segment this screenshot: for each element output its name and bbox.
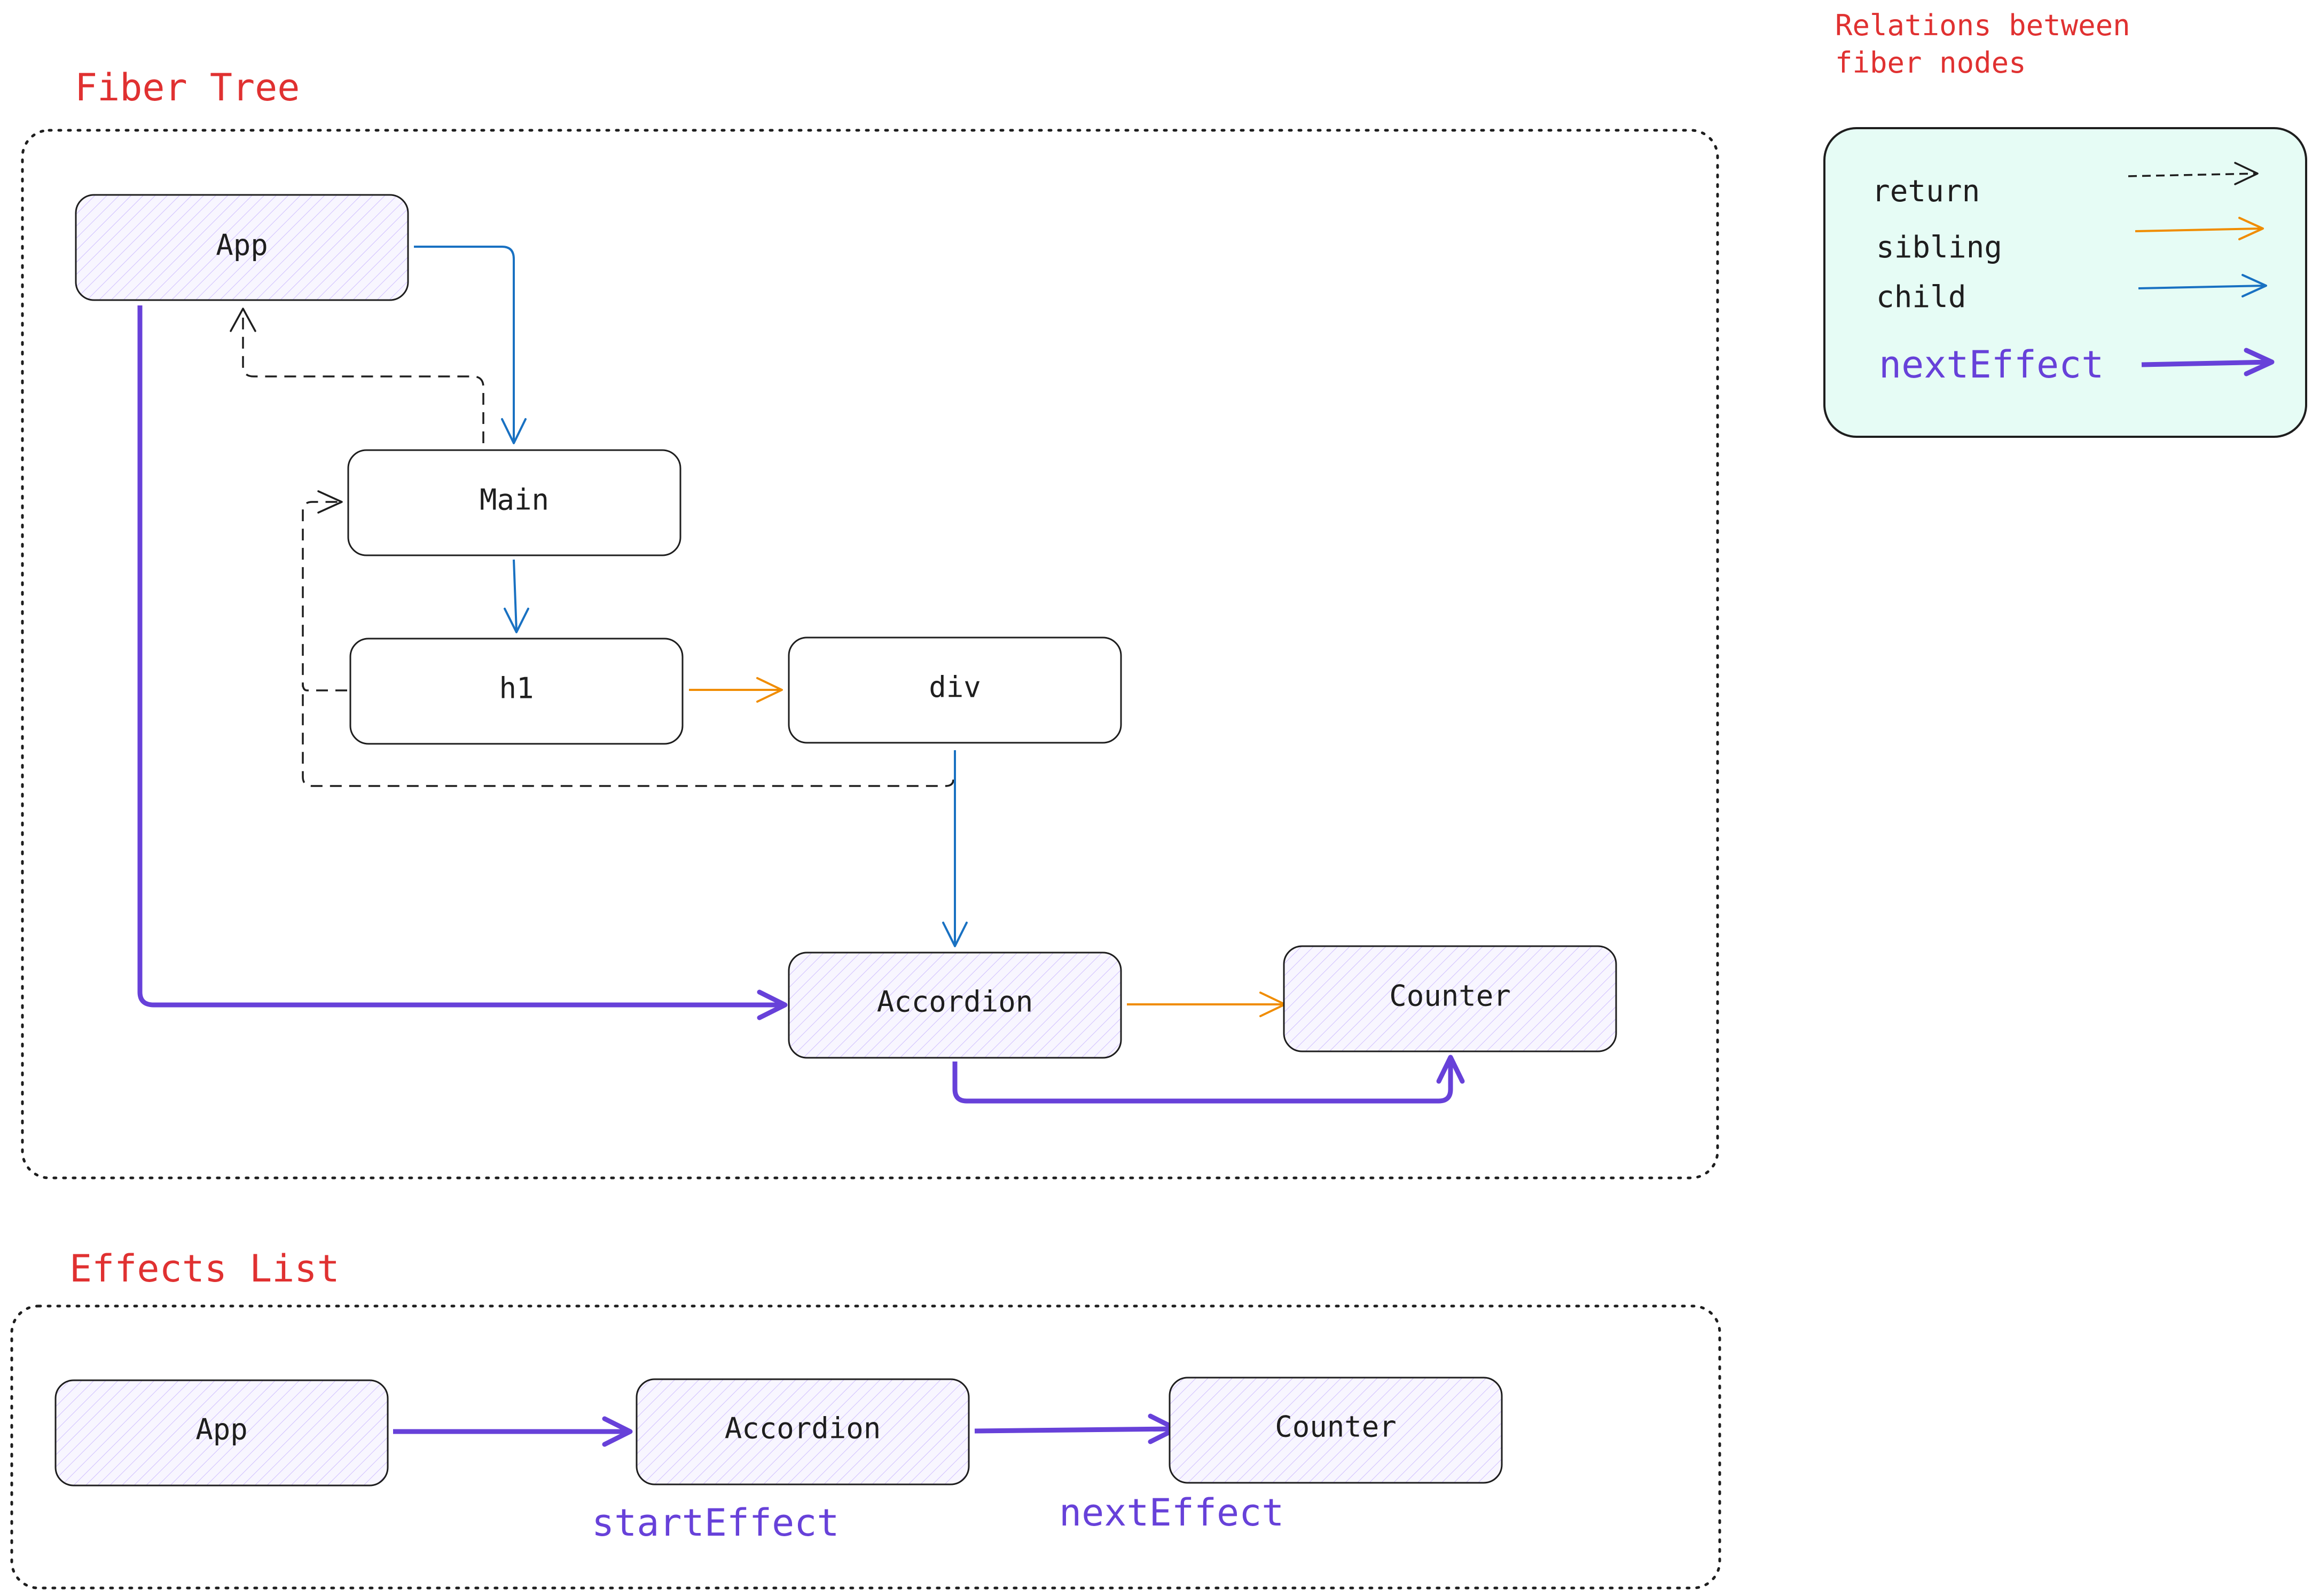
effects-node-counter-label: Counter xyxy=(1275,1410,1397,1444)
effects-list-title: Effects List xyxy=(69,1247,340,1291)
next-effect-label: nextEffect xyxy=(1059,1491,1284,1535)
legend-return-line xyxy=(2128,172,2257,177)
child-edge-main-to-h1 xyxy=(513,559,518,632)
next-effect-arrowhead-counter xyxy=(1436,1055,1465,1084)
return-arrowhead-main xyxy=(317,490,343,514)
next-effect-arrowhead-accordion xyxy=(757,989,788,1020)
fiber-node-div: div xyxy=(788,636,1122,744)
child-arrowhead-accordion xyxy=(942,922,968,947)
child-arrowhead-h1 xyxy=(504,608,529,633)
effects-node-accordion: Accordion xyxy=(636,1378,970,1485)
next-effect-edge-accordion-to-counter xyxy=(952,1058,1453,1104)
child-arrowhead-main xyxy=(501,418,527,444)
fiber-node-h1-label: h1 xyxy=(499,672,534,705)
fiber-tree-frame xyxy=(21,129,1719,1180)
fiber-node-counter-label: Counter xyxy=(1389,979,1511,1013)
legend-title-line1: Relations between xyxy=(1835,9,2130,42)
effects-node-counter: Counter xyxy=(1169,1377,1503,1484)
fiber-node-main: Main xyxy=(347,449,681,556)
legend-sibling-arrowhead xyxy=(2238,217,2264,240)
return-edge-div-to-main xyxy=(302,683,954,787)
legend-next-effect-arrowhead xyxy=(2244,348,2275,376)
child-edge-app-to-main xyxy=(414,246,515,442)
return-edge-main-to-app xyxy=(242,309,484,443)
legend-return-label: return xyxy=(1872,174,1980,209)
legend-child-line xyxy=(2138,285,2266,289)
effects-arrowhead-accordion xyxy=(602,1416,633,1447)
start-effect-label: startEffect xyxy=(592,1501,840,1545)
legend-child-arrowhead xyxy=(2242,274,2267,297)
legend-return-arrowhead xyxy=(2234,162,2259,185)
fiber-tree-title: Fiber Tree xyxy=(75,66,300,109)
fiber-node-app-label: App xyxy=(216,229,268,262)
fiber-node-app: App xyxy=(75,194,409,301)
effects-list-frame xyxy=(10,1304,1721,1590)
legend-title-line2: fiber nodes xyxy=(1835,46,2026,80)
fiber-node-accordion: Accordion xyxy=(788,952,1122,1059)
sibling-arrowhead-div xyxy=(756,677,783,703)
fiber-node-h1: h1 xyxy=(349,638,684,745)
legend-next-effect-label: nextEffect xyxy=(1879,343,2104,387)
effects-node-app: App xyxy=(54,1379,389,1487)
return-edge-h1-to-main xyxy=(302,501,347,691)
effects-node-app-label: App xyxy=(195,1413,248,1446)
effects-node-accordion-label: Accordion xyxy=(725,1412,881,1445)
fiber-node-main-label: Main xyxy=(480,483,549,517)
legend-sibling-label: sibling xyxy=(1876,230,2002,265)
effects-edge-accordion-to-counter xyxy=(974,1426,1175,1434)
legend-next-effect-line xyxy=(2141,359,2271,367)
legend-box xyxy=(1823,127,2307,438)
legend-sibling-line xyxy=(2135,227,2262,232)
legend-child-label: child xyxy=(1876,280,1966,315)
return-arrowhead-app xyxy=(230,308,256,332)
fiber-node-counter: Counter xyxy=(1283,945,1617,1052)
fiber-node-div-label: div xyxy=(929,671,981,704)
fiber-node-accordion-label: Accordion xyxy=(877,985,1033,1019)
next-effect-edge-app-to-accordion xyxy=(137,305,784,1008)
